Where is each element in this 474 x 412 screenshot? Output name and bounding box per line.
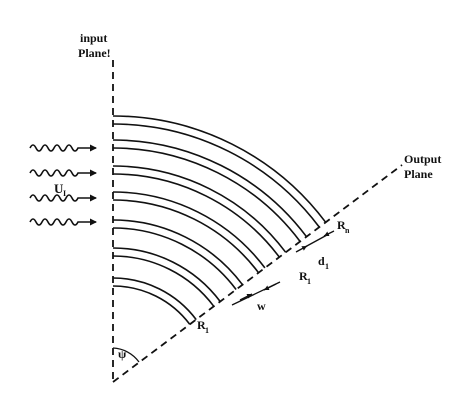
waveguide-3 [112, 219, 244, 290]
spacing-arrow-left [295, 245, 308, 253]
angle-arc [112, 347, 140, 363]
waveguide-5 [112, 165, 287, 258]
input-plane-label: input [80, 31, 107, 45]
spacing-label: d [318, 254, 325, 268]
spacing-arrow-right [323, 230, 335, 237]
incident-waves [29, 144, 97, 226]
width-label: w [257, 299, 266, 313]
inner-radius-label: R [197, 318, 206, 332]
incident-wave-2 [29, 169, 97, 177]
inner-radius-label-sub: 1 [205, 326, 209, 335]
middle-radius-label-sub: 1 [307, 277, 311, 286]
width-arrow-left [239, 293, 253, 301]
wave-label: U [54, 181, 64, 196]
output-plane-label: Output [404, 152, 441, 166]
output-plane-label-2: Plane [404, 167, 433, 181]
waveguide-4 [112, 191, 266, 274]
spacing-dimension-line [304, 234, 328, 248]
incident-wave-3 [29, 194, 97, 202]
waveguide-2 [112, 247, 221, 307]
waveguide-1 [112, 277, 197, 325]
waveguide-7 [112, 115, 327, 228]
incident-wave-1 [29, 144, 97, 152]
waveguide-6 [112, 139, 308, 242]
outer-radius-label: R [337, 218, 346, 232]
curved-waveguides [112, 115, 327, 325]
wave-label-sub: I [63, 189, 66, 198]
width-arrow-right [263, 283, 277, 291]
incident-wave-4 [29, 218, 97, 226]
outer-radius-label-sub: n [345, 226, 350, 235]
input-plane-label-2: Plane! [78, 46, 111, 60]
spacing-label-sub: 1 [325, 262, 329, 271]
middle-radius-label: R [299, 269, 308, 283]
output-plane-line [112, 164, 403, 383]
angle-label: ψ [118, 347, 127, 361]
